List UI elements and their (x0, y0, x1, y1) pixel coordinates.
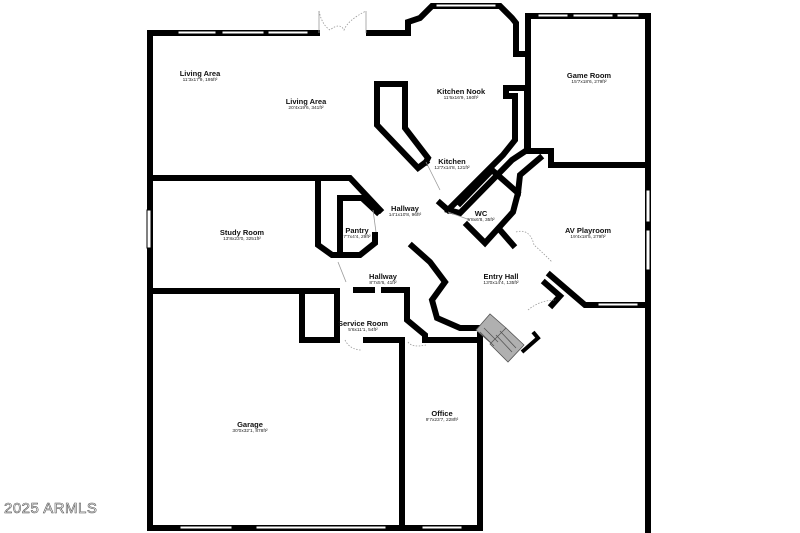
room-name: Entry Hall (483, 272, 519, 281)
room-entry-hall: Entry Hall 13'0x14'4, 135ft² (483, 272, 518, 287)
room-dims: 20'4x19'6, 341ft² (288, 106, 324, 111)
room-dims: 14'1x10'8, 96ft² (388, 213, 422, 218)
room-name: Office (431, 409, 453, 418)
room-dims: 30'0x32'1, 878ft² (232, 429, 268, 434)
room-hallway-2: Hallway 8'7x5'6, 41ft² (369, 272, 397, 287)
room-dims: 5'8x6'8, 35ft² (467, 218, 495, 223)
room-garage: Garage 30'0x32'1, 878ft² (232, 420, 267, 435)
room-living-area-1: Living Area 11'3x17'9, 195ft² (180, 69, 221, 84)
room-dims: 9'7x23'7, 228ft² (425, 418, 459, 423)
room-pantry: Pantry 7'7x4'4, 29ft² (343, 226, 370, 241)
doors (318, 10, 557, 351)
windows (146, 3, 651, 530)
room-office: Office 9'7x23'7, 228ft² (426, 409, 459, 424)
room-name: Hallway (391, 204, 419, 213)
room-name: Hallway (369, 272, 397, 281)
room-av-playroom: AV Playroom 19'4x18'5, 279ft² (565, 226, 611, 241)
room-dims: 13'8x23'0, 3251ft² (223, 237, 261, 242)
room-name: Living Area (179, 69, 221, 78)
room-name: Kitchen Nook (436, 87, 486, 96)
room-dims: 11'6x16'9, 160ft² (443, 96, 479, 101)
copyright-watermark: 2025 ARMLS (4, 500, 98, 518)
room-service-room: Service Room 5'6x11'1, 54ft² (338, 319, 388, 334)
exterior-walls (147, 3, 651, 533)
room-name: Study Room (219, 228, 265, 237)
entry-stairs (475, 313, 541, 363)
room-dims: 13'0x14'4, 135ft² (483, 281, 519, 286)
room-dims: 11'3x17'9, 195ft² (182, 78, 218, 83)
room-kitchen-nook: Kitchen Nook 11'6x16'9, 160ft² (437, 87, 485, 102)
room-dims: 12'7x14'8, 121ft² (434, 166, 470, 171)
room-name: Service Room (337, 319, 389, 328)
room-dims: 19'4x18'5, 279ft² (570, 235, 606, 240)
room-study-room: Study Room 13'8x23'0, 3251ft² (220, 228, 264, 243)
room-name: Garage (237, 420, 263, 429)
room-game-room: Game Room 15'7x18'6, 279ft² (567, 71, 611, 86)
room-hallway-1: Hallway 14'1x10'8, 96ft² (389, 204, 422, 219)
room-dims: 7'7x4'4, 29ft² (343, 235, 371, 240)
room-dims: 15'7x18'6, 279ft² (571, 80, 607, 85)
room-name: Kitchen (438, 157, 466, 166)
room-living-area-2: Living Area 20'4x19'6, 341ft² (286, 97, 327, 112)
room-name: Pantry (345, 226, 369, 235)
room-name: Game Room (566, 71, 612, 80)
room-dims: 5'6x11'1, 54ft² (348, 328, 378, 333)
room-dims: 8'7x5'6, 41ft² (369, 281, 397, 286)
room-wc: WC 5'8x6'8, 35ft² (467, 209, 494, 224)
room-name: Living Area (285, 97, 327, 106)
room-kitchen: Kitchen 12'7x14'8, 121ft² (434, 157, 469, 172)
room-name: AV Playroom (564, 226, 612, 235)
room-name: WC (474, 209, 488, 218)
